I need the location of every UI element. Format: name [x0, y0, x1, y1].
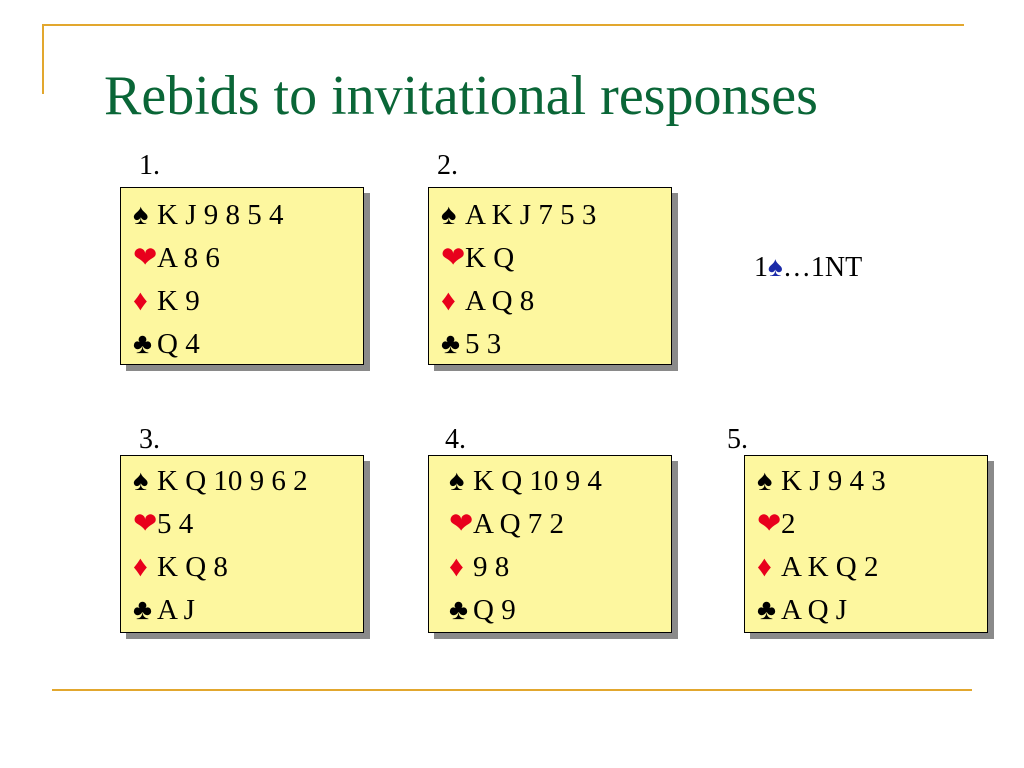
hand-card-4: ♠K Q 10 9 4 ❤A Q 7 2 ♦ 9 8 ♣Q 9 [428, 455, 672, 633]
spade-icon: ♠ [768, 252, 783, 283]
spades-row: ♠K Q 10 9 4 [449, 467, 602, 496]
heart-icon: ❤ [449, 508, 474, 540]
hand-card-1: ♠K J 9 8 5 4 ❤A 8 6 ♦ K 9 ♣Q 4 [120, 187, 364, 365]
spades-holding: A K J 7 5 3 [465, 199, 597, 231]
spades-row: ♠K Q 10 9 6 2 [133, 467, 308, 496]
hand-number-5: 5. [727, 424, 748, 455]
clubs-holding: A Q J [781, 594, 848, 626]
diamonds-row: ♦ 9 8 [449, 553, 509, 582]
clubs-holding: Q 9 [473, 594, 516, 626]
diamonds-row: ♦ K Q 8 [133, 553, 228, 582]
hand-card-3: ♠K Q 10 9 6 2 ❤5 4 ♦ K Q 8 ♣A J [120, 455, 364, 633]
club-icon: ♣ [441, 328, 461, 360]
hearts-row: ❤A 8 6 [133, 244, 220, 273]
hearts-row: ❤2 [757, 510, 796, 539]
hearts-holding: K Q [465, 242, 515, 274]
slide-title: Rebids to invitational responses [104, 65, 818, 127]
hand-number-2: 2. [437, 150, 458, 181]
hand-number-3: 3. [139, 424, 160, 455]
hand-number-4: 4. [445, 424, 466, 455]
clubs-holding: A J [157, 594, 195, 626]
spades-holding: K J 9 4 3 [781, 465, 886, 497]
spades-row: ♠K J 9 4 3 [757, 467, 886, 496]
diamonds-holding: 9 8 [473, 551, 510, 583]
diamonds-holding: K Q 8 [157, 551, 228, 583]
heart-icon: ❤ [757, 508, 782, 540]
diamonds-holding: A Q 8 [465, 285, 535, 317]
diamond-icon: ♦ [133, 285, 148, 317]
spades-holding: K J 9 8 5 4 [157, 199, 284, 231]
club-icon: ♣ [757, 594, 777, 626]
clubs-row: ♣Q 4 [133, 330, 200, 359]
diamonds-row: ♦ A Q 8 [441, 287, 534, 316]
club-icon: ♣ [449, 594, 469, 626]
spade-icon: ♠ [441, 199, 457, 231]
clubs-holding: 5 3 [465, 328, 502, 360]
clubs-row: ♣5 3 [441, 330, 501, 359]
hand-number-1: 1. [139, 150, 160, 181]
spade-icon: ♠ [449, 465, 465, 497]
bid-level: 1 [754, 252, 768, 283]
heart-icon: ❤ [441, 242, 466, 274]
bid-rest: …1NT [782, 252, 863, 283]
diamonds-holding: K 9 [157, 285, 200, 317]
hand-card-5: ♠K J 9 4 3 ❤2 ♦ A K Q 2 ♣A Q J [744, 455, 988, 633]
clubs-row: ♣Q 9 [449, 596, 516, 625]
hearts-row: ❤A Q 7 2 [449, 510, 564, 539]
clubs-row: ♣A Q J [757, 596, 847, 625]
spade-icon: ♠ [133, 199, 149, 231]
bottom-rule [52, 689, 972, 691]
hearts-holding: A Q 7 2 [473, 508, 565, 540]
diamond-icon: ♦ [133, 551, 148, 583]
top-rule [42, 24, 964, 26]
diamonds-row: ♦ K 9 [133, 287, 200, 316]
spade-icon: ♠ [757, 465, 773, 497]
heart-icon: ❤ [133, 508, 158, 540]
bidding-sequence: 1♠…1NT [754, 254, 862, 282]
spades-holding: K Q 10 9 6 2 [157, 465, 308, 497]
hearts-row: ❤K Q [441, 244, 514, 273]
club-icon: ♣ [133, 328, 153, 360]
diamond-icon: ♦ [757, 551, 772, 583]
diamond-icon: ♦ [449, 551, 464, 583]
hand-card-2: ♠A K J 7 5 3 ❤K Q ♦ A Q 8 ♣5 3 [428, 187, 672, 365]
hearts-holding: 2 [781, 508, 796, 540]
spades-row: ♠K J 9 8 5 4 [133, 201, 283, 230]
clubs-holding: Q 4 [157, 328, 200, 360]
diamonds-holding: A K Q 2 [781, 551, 879, 583]
clubs-row: ♣A J [133, 596, 195, 625]
spades-holding: K Q 10 9 4 [473, 465, 602, 497]
spade-icon: ♠ [133, 465, 149, 497]
diamonds-row: ♦ A K Q 2 [757, 553, 878, 582]
diamond-icon: ♦ [441, 285, 456, 317]
left-rule [42, 24, 44, 94]
hearts-holding: A 8 6 [157, 242, 220, 274]
hearts-row: ❤5 4 [133, 510, 193, 539]
heart-icon: ❤ [133, 242, 158, 274]
spades-row: ♠A K J 7 5 3 [441, 201, 596, 230]
club-icon: ♣ [133, 594, 153, 626]
hearts-holding: 5 4 [157, 508, 194, 540]
